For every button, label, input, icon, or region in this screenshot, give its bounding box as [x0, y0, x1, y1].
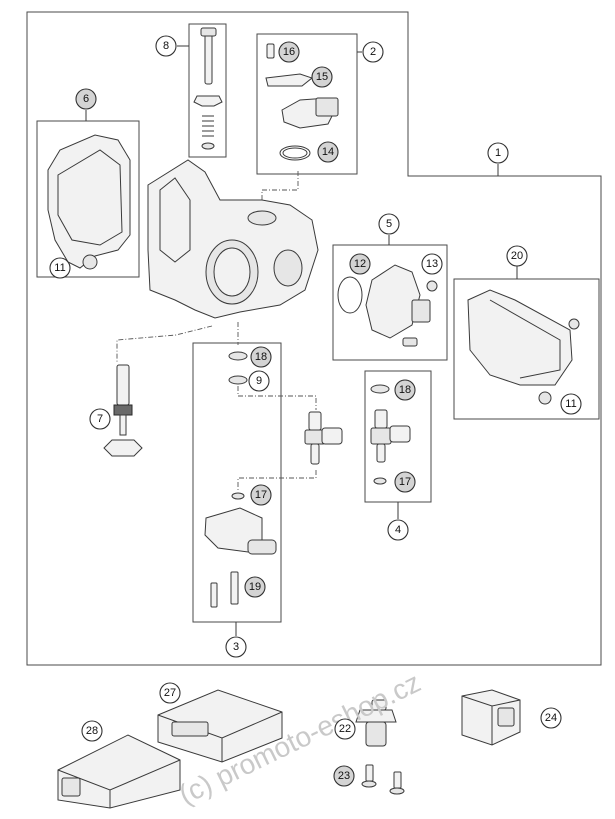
callout-11-a-label: 11: [54, 262, 65, 274]
frame-3: [192, 342, 282, 623]
callout-12[interactable]: 12: [349, 253, 371, 275]
callout-6-label: 6: [83, 93, 89, 105]
callout-8-label: 8: [163, 40, 169, 52]
frame-5: [332, 244, 448, 361]
callout-24-label: 24: [545, 712, 557, 724]
callout-2[interactable]: 2: [362, 41, 384, 63]
callout-3-label: 3: [233, 641, 239, 653]
callout-11-a[interactable]: 11: [49, 257, 71, 279]
connector-lines: [116, 170, 317, 490]
callout-16-label: 16: [283, 46, 295, 58]
callout-20[interactable]: 20: [506, 245, 528, 267]
tps-sensor-part: [265, 43, 339, 161]
frame-20: [453, 278, 600, 420]
callout-17-b-label: 17: [399, 476, 411, 488]
ecu-27-part: [157, 689, 283, 763]
callout-2-label: 2: [370, 46, 376, 58]
callout-11-b-label: 11: [565, 398, 576, 410]
sensor-5-part: [337, 264, 438, 347]
frame-6: [36, 120, 140, 278]
callout-17-b[interactable]: 17: [394, 471, 416, 493]
callout-4-label: 4: [395, 524, 401, 536]
callout-13-label: 13: [426, 258, 438, 270]
callout-15-label: 15: [316, 71, 328, 83]
callout-22[interactable]: 22: [334, 718, 356, 740]
callout-3[interactable]: 3: [225, 636, 247, 658]
screws-23-part: [361, 764, 405, 795]
callout-1[interactable]: 1: [487, 142, 509, 164]
callout-18-b-label: 18: [399, 384, 411, 396]
callout-9-label: 9: [256, 375, 262, 387]
callout-18-b[interactable]: 18: [394, 379, 416, 401]
callout-23[interactable]: 23: [333, 765, 355, 787]
callout-19-label: 19: [249, 581, 261, 593]
callout-22-label: 22: [339, 723, 351, 735]
callout-7[interactable]: 7: [89, 408, 111, 430]
callout-14-label: 14: [322, 146, 334, 158]
frame-8: [188, 23, 227, 158]
callout-28-label: 28: [86, 725, 98, 737]
callout-27[interactable]: 27: [159, 682, 181, 704]
injector-4-part: [370, 384, 411, 485]
callout-5-label: 5: [386, 218, 392, 230]
callout-17-a-label: 17: [255, 489, 267, 501]
callout-13[interactable]: 13: [421, 253, 443, 275]
connector-24-part: [461, 689, 521, 746]
frame-2: [256, 33, 358, 175]
callout-20-label: 20: [511, 250, 523, 262]
callout-15[interactable]: 15: [311, 66, 333, 88]
callout-12-label: 12: [354, 258, 366, 270]
callout-8[interactable]: 8: [155, 35, 177, 57]
callout-7-label: 7: [97, 413, 103, 425]
callout-17-a[interactable]: 17: [250, 484, 272, 506]
callout-16[interactable]: 16: [278, 41, 300, 63]
sensor-22-part: [355, 699, 397, 747]
callout-19[interactable]: 19: [244, 576, 266, 598]
callout-6[interactable]: 6: [75, 88, 97, 110]
callout-18-a[interactable]: 18: [250, 346, 272, 368]
injector-3-part: [204, 351, 343, 608]
throttle-body-part: [147, 159, 319, 319]
callout-14[interactable]: 14: [317, 141, 339, 163]
module-28-part: [57, 734, 181, 809]
callout-23-label: 23: [338, 770, 350, 782]
callout-1-label: 1: [495, 147, 501, 159]
callout-4[interactable]: 4: [387, 519, 409, 541]
sensor-7-part: [103, 364, 143, 457]
assembly-frame: [26, 11, 602, 666]
callout-11-b[interactable]: 11: [560, 393, 582, 415]
leader-lines: [85, 45, 518, 636]
callout-24[interactable]: 24: [540, 707, 562, 729]
callout-5[interactable]: 5: [378, 213, 400, 235]
callout-27-label: 27: [164, 687, 176, 699]
idle-screw-part: [193, 27, 223, 150]
throttle-cover-part: [47, 134, 131, 270]
callout-18-a-label: 18: [255, 351, 267, 363]
callout-9[interactable]: 9: [248, 370, 270, 392]
cover-20-part: [467, 289, 580, 405]
callout-28[interactable]: 28: [81, 720, 103, 742]
